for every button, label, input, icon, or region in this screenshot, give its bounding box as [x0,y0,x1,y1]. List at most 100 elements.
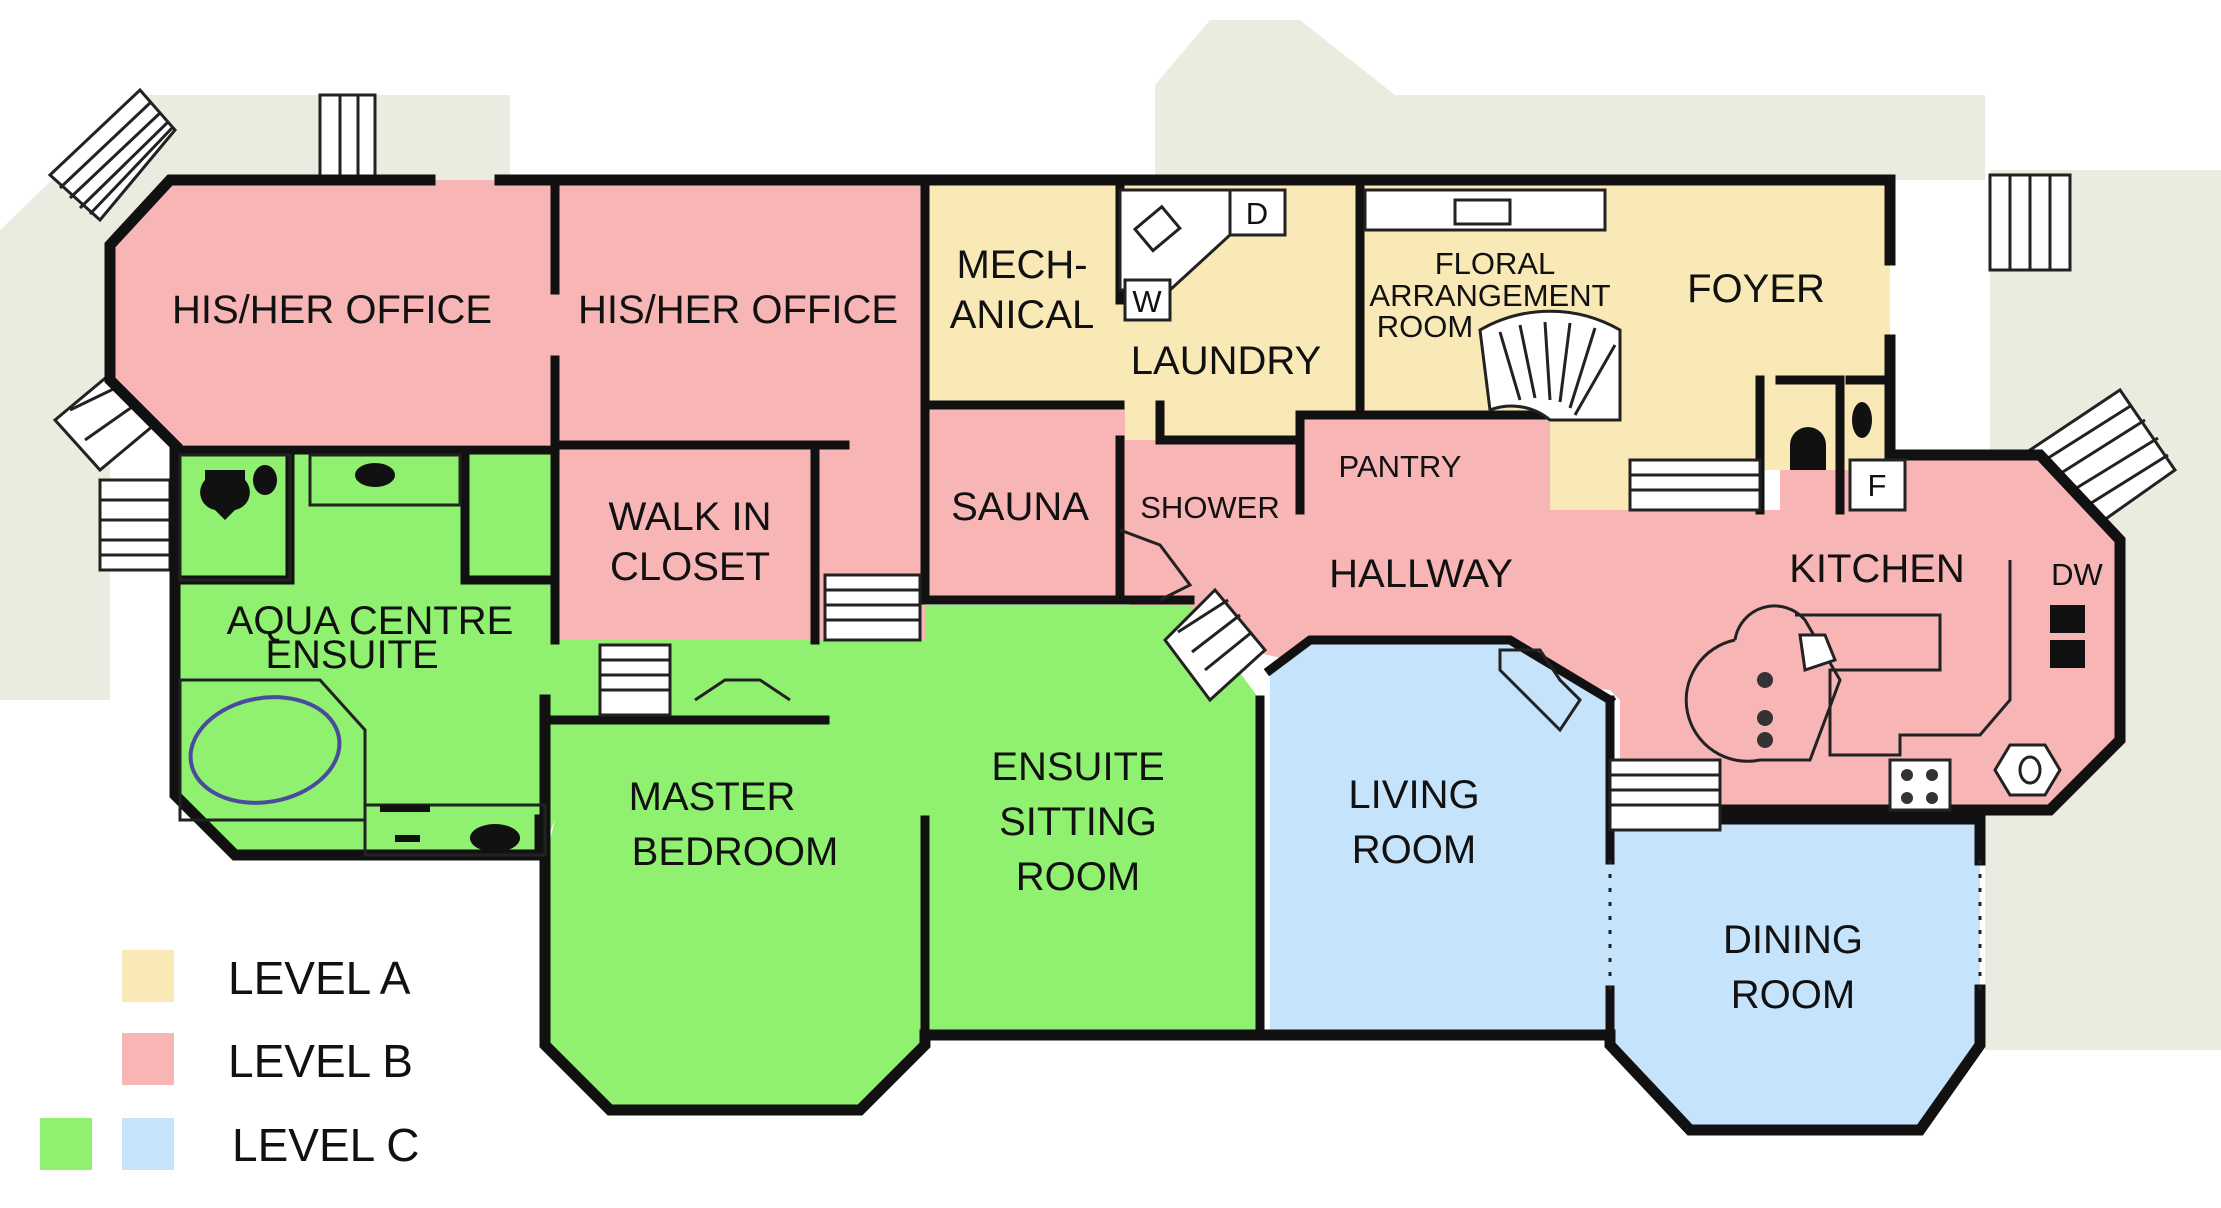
kitchen-sink [1798,633,1837,672]
office-right-area [555,180,925,445]
fixtures: D W F [178,188,2085,990]
mechanical-area [925,180,1120,405]
dishwasher-2 [2050,640,2085,668]
sitting-label: SITTING [999,800,1157,844]
living-bay [1498,648,1582,733]
legend: LEVEL A LEVEL B LEVEL C [40,950,420,1171]
deck-railings-top [318,93,377,182]
aqua-sink-2 [470,824,520,852]
master-bedroom-area [545,640,925,1110]
spiral-staircase [1478,309,1762,512]
legend-swatch-level-b [122,1033,174,1085]
aqua-vanity [308,453,462,507]
sauna-label: SAUNA [951,485,1089,529]
level-c-blue-areas [1270,640,1980,1130]
master-label: BEDROOM [632,830,839,874]
living-room-area [1270,640,1610,1035]
aqua-bidet [253,465,277,495]
aqua-centre-area [175,450,600,855]
burner [1926,769,1938,781]
aqua-toilet-box [178,453,292,582]
floral-label: FLORAL [1435,246,1556,281]
sitting-label: ROOM [1016,855,1140,899]
shower-label: SHOWER [1140,490,1280,525]
floral-sink [1453,198,1512,226]
master-label: MASTER [629,775,796,819]
hallway-kitchen-area [1120,415,2120,810]
aqua-toilet [200,470,250,520]
burner [1926,792,1938,804]
aqua-tub [188,695,342,805]
stool [1757,710,1773,726]
fridge [1848,458,1907,512]
foyer-area [1600,180,1890,470]
corner-sink-basin [2018,755,2042,785]
aqua-fixture [380,805,430,842]
stool [1757,672,1773,688]
sitting-label: ENSUITE [991,745,1164,789]
floral-label: ARRANGEMENT [1369,278,1610,313]
dw-label: DW [2051,557,2103,592]
laundry-counter [1118,188,1232,292]
closet-door [694,678,791,702]
kitchen-island [1684,604,1842,763]
office-right-label: HIS/HER OFFICE [578,288,898,332]
laundry-label: LAUNDRY [1131,339,1321,383]
walkin-label: CLOSET [610,545,770,589]
legend-swatch-level-c-green [40,1118,92,1170]
foyer-label: FOYER [1687,267,1825,311]
corner-sink [1993,743,2062,797]
sauna-area [925,405,1125,600]
mechanical-label: ANICAL [950,293,1095,337]
hallway-label: HALLWAY [1329,552,1513,596]
deck-right [1985,170,2221,1050]
fridge-label: F [1868,468,1887,503]
dryer-label: D [1246,196,1268,231]
kitchen-label: KITCHEN [1789,547,1965,591]
deck-stairs-right [1988,173,2178,533]
pantry-label: PANTRY [1339,449,1462,484]
dishwasher-1 [2050,605,2085,633]
shower-door [1119,528,1193,602]
dining-label: DINING [1723,918,1863,962]
washer-label: W [1132,284,1162,319]
legend-label-level-c: LEVEL C [232,1119,420,1171]
legend-label-level-b: LEVEL B [228,1035,413,1087]
burner [1901,792,1913,804]
stair-landing [1550,410,1640,510]
office-left-label: HIS/HER OFFICE [172,288,492,332]
burner [1901,769,1913,781]
kitchen-counter [1795,560,2012,757]
deck-top-right [1155,20,1985,180]
level-c-green-areas [175,450,1260,1110]
sitting-room-area [925,605,1260,1035]
floral-label: ROOM [1377,309,1473,344]
living-label: ROOM [1352,828,1476,872]
dining-room-area [1610,820,1980,1130]
mechanical-label: MECH- [956,243,1087,287]
washer [1123,278,1172,322]
laundry-sink [1132,204,1182,253]
dining-label: ROOM [1731,973,1855,1017]
interior-stairs [598,573,1722,832]
walkin-label: WALK IN [609,495,772,539]
stool [1757,732,1773,748]
aqua-tub-surround [178,678,367,822]
cooktop [1888,758,1952,812]
room-labels: HIS/HER OFFICE HIS/HER OFFICE MECH- ANIC… [172,243,2104,1017]
dryer [1228,188,1287,237]
living-label: LIVING [1348,773,1479,817]
toilet-foyer [1790,427,1826,470]
aqua-double-vanity [363,803,547,857]
level-b-areas [110,180,2120,810]
exterior-decks [0,20,2221,1050]
foyer-sink [1852,402,1872,438]
legend-swatch-level-c-blue [122,1118,174,1170]
legend-swatch-level-a [122,950,174,1002]
aqua-label: AQUA CENTRE [227,599,514,643]
aqua-sink [355,463,395,487]
legend-label-level-a: LEVEL A [228,952,411,1004]
office-left-area [110,180,555,445]
aqua-label: ENSUITE [265,633,438,677]
